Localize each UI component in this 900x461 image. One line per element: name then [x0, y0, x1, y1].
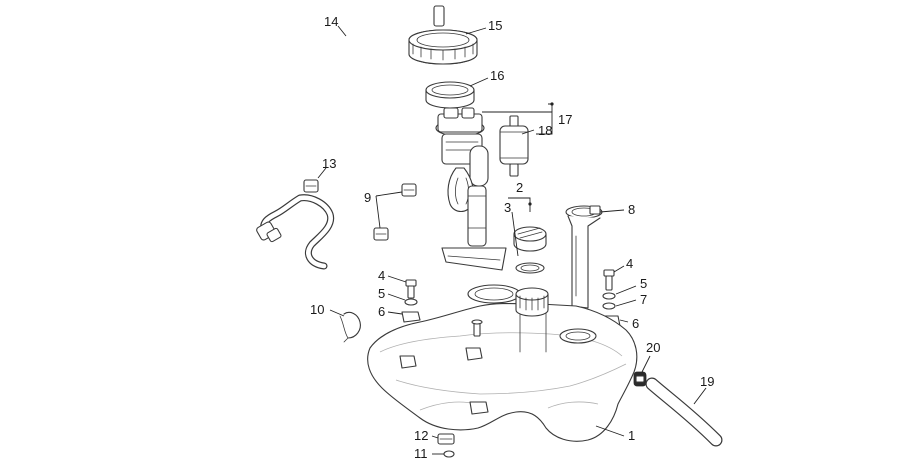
callout-12: 12 [414, 428, 428, 443]
callout-16: 16 [490, 68, 504, 83]
callout-5-left: 5 [378, 286, 385, 301]
callout-18: 18 [538, 123, 552, 138]
part-6-clip-left [401, 311, 421, 323]
part-17-fuel-pump-assembly [435, 107, 507, 271]
part-13-hose-assembly [256, 179, 335, 270]
part-15-ring-nut [408, 29, 478, 65]
leader-lines [317, 25, 707, 455]
part-20-hose-clamp [633, 371, 647, 387]
part-16-gasket-ring [425, 81, 475, 109]
callout-13: 13 [322, 156, 336, 171]
part-8-fuel-level-sender [565, 205, 603, 309]
part-7-washer [602, 302, 616, 310]
callout-4-right: 4 [626, 256, 633, 271]
callout-19: 19 [700, 374, 714, 389]
part-14-vent-hose [314, 5, 445, 264]
callout-11: 11 [414, 446, 428, 461]
part-4-bolt-left [405, 279, 417, 299]
part-1-fuel-tank [367, 284, 638, 442]
part-10-strap [339, 311, 361, 343]
part-19-drain-hose [645, 377, 723, 447]
callout-6-right: 6 [632, 316, 639, 331]
callout-3: 3 [504, 200, 511, 215]
callout-4-left: 4 [378, 268, 385, 283]
part-12-clamp [437, 433, 455, 445]
part-4-bolt-right [603, 269, 615, 291]
part-5-washer-left [404, 298, 418, 306]
part-5-washer-right [602, 292, 616, 300]
callout-9: 9 [364, 190, 371, 205]
callout-labels: 14 15 16 17 18 13 9 2 3 8 4 5 6 10 4 5 7… [310, 14, 714, 461]
part-3-cap-seal [515, 262, 545, 274]
callout-10: 10 [310, 302, 324, 317]
callout-7: 7 [640, 292, 647, 307]
part-11-washer [443, 450, 455, 458]
callout-17: 17 [558, 112, 572, 127]
callout-1: 1 [628, 428, 635, 443]
callout-5-right: 5 [640, 276, 647, 291]
part-18-fuel-filter [499, 115, 529, 177]
part-2-fuel-cap [513, 226, 547, 252]
callout-14: 14 [324, 14, 338, 29]
callout-2: 2 [516, 180, 523, 195]
callout-20: 20 [646, 340, 660, 355]
callout-6-left: 6 [378, 304, 385, 319]
callout-15: 15 [488, 18, 502, 33]
callout-8: 8 [628, 202, 635, 217]
part-9-hose-clamps [373, 183, 417, 241]
